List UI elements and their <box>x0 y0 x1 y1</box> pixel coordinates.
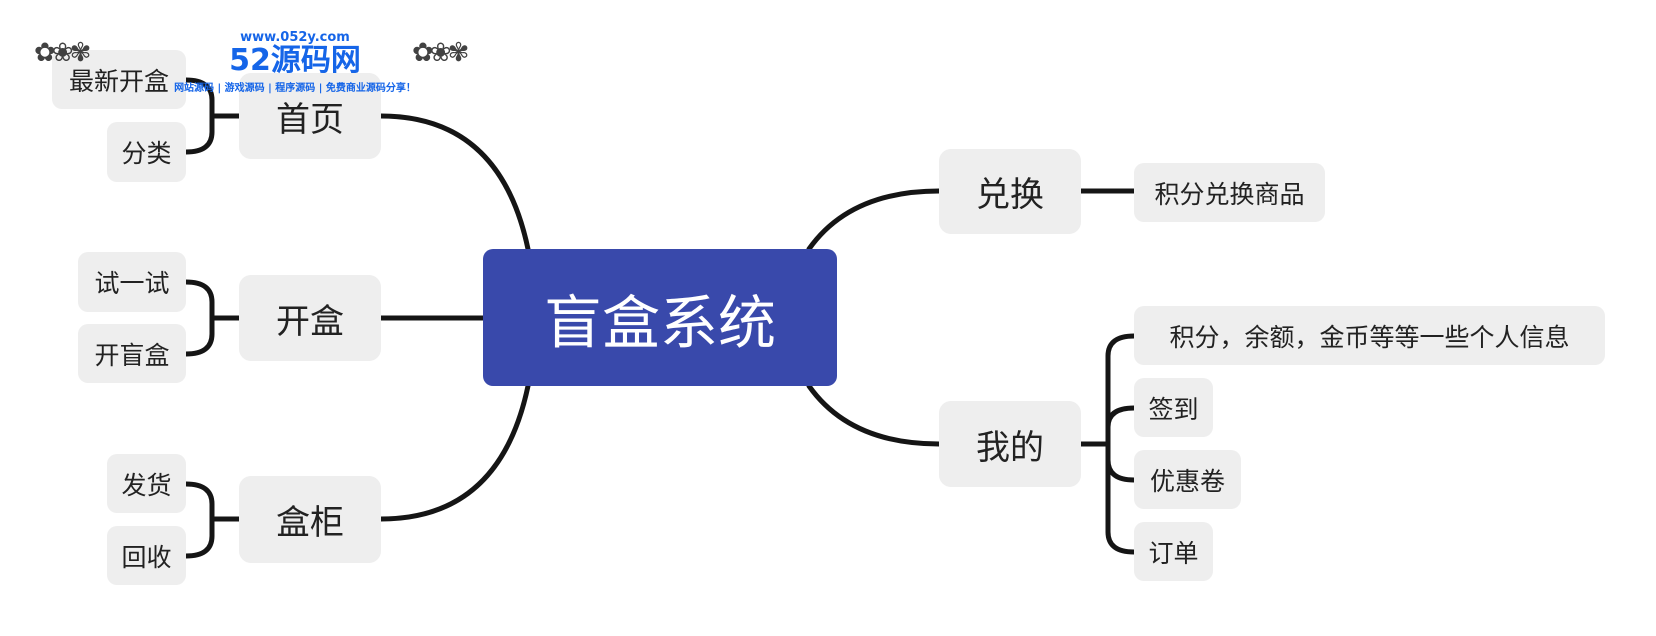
subtopic-try[interactable]: 试一试 <box>78 252 186 312</box>
flower-decoration-icon: ✿❀✾ <box>412 38 469 68</box>
central-topic[interactable]: 盲盒系统 <box>483 249 837 386</box>
subtopic-personal-info[interactable]: 积分，余额，金币等等一些个人信息 <box>1134 306 1605 365</box>
topic-open-box[interactable]: 开盒 <box>239 275 381 361</box>
subtopic-recycle[interactable]: 回收 <box>107 526 186 585</box>
subtopic-open-blind-box[interactable]: 开盲盒 <box>78 324 186 383</box>
subtopic-latest-open[interactable]: 最新开盒 <box>52 50 186 109</box>
topic-box-cabinet[interactable]: 盒柜 <box>239 476 381 563</box>
logo-name: 52源码网 <box>229 43 361 78</box>
topic-exchange[interactable]: 兑换 <box>939 149 1081 234</box>
flower-decoration-icon: ✿❀✾ <box>34 38 91 68</box>
logo-url: www.052y.com <box>240 30 350 45</box>
logo-tagline: 网站源码 | 游戏源码 | 程序源码 | 免费商业源码分享！ <box>174 83 416 94</box>
subtopic-check-in[interactable]: 签到 <box>1134 378 1213 437</box>
topic-home[interactable]: 首页 <box>239 73 381 159</box>
watermark-logo: www.052y.com 52源码网 网站源码 | 游戏源码 | 程序源码 | … <box>170 30 420 94</box>
subtopic-category[interactable]: 分类 <box>107 122 186 182</box>
subtopic-orders[interactable]: 订单 <box>1134 522 1213 581</box>
topic-mine[interactable]: 我的 <box>939 401 1081 487</box>
subtopic-coupons[interactable]: 优惠卷 <box>1134 450 1241 509</box>
subtopic-ship[interactable]: 发货 <box>107 454 186 513</box>
subtopic-points-exchange[interactable]: 积分兑换商品 <box>1134 163 1325 222</box>
